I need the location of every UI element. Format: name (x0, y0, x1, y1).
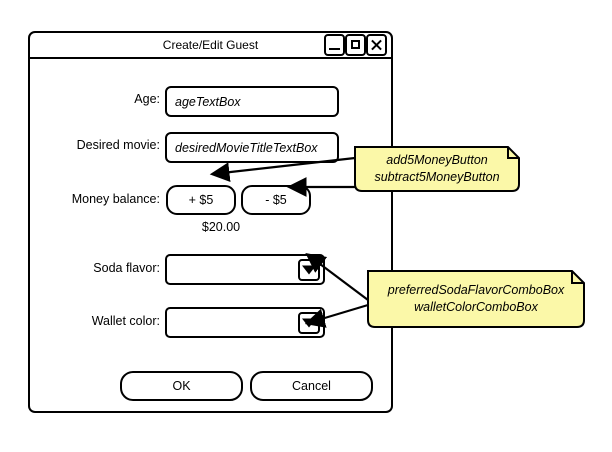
callout-line-2: walletColorComboBox (414, 300, 538, 314)
callout-line-1: add5MoneyButton (386, 153, 488, 167)
money-balance-label: Money balance: (71, 192, 160, 206)
money-buttons-callout: add5MoneyButton subtract5MoneyButton (352, 144, 522, 194)
window-title: Create/Edit Guest (162, 38, 259, 52)
soda-flavor-dropdown-button[interactable] (298, 258, 320, 281)
cancel-button[interactable]: Cancel (250, 371, 373, 401)
maximize-icon (351, 40, 360, 49)
callout-line-2: subtract5MoneyButton (374, 170, 500, 184)
minimize-button[interactable] (324, 34, 345, 56)
desired-movie-label: Desired movie: (76, 138, 160, 152)
wallet-color-label: Wallet color: (91, 314, 160, 328)
minimize-icon (329, 48, 340, 50)
window-controls (324, 34, 387, 56)
close-button[interactable] (366, 34, 387, 56)
callout-shape (367, 270, 585, 328)
soda-flavor-label: Soda flavor: (93, 261, 160, 275)
chevron-down-icon (302, 318, 316, 327)
chevron-down-icon (302, 265, 316, 274)
age-label: Age: (134, 92, 160, 106)
ok-button[interactable]: OK (120, 371, 243, 401)
wallet-color-combobox[interactable] (165, 307, 325, 338)
desired-movie-textbox-value: desiredMovieTitleTextBox (175, 140, 318, 155)
money-buttons-callout-text: add5MoneyButton subtract5MoneyButton (352, 152, 522, 186)
age-textbox[interactable]: ageTextBox (165, 86, 339, 117)
window-titlebar[interactable]: Create/Edit Guest (30, 33, 391, 59)
callout-line-1: preferredSodaFlavorComboBox (387, 283, 565, 297)
add-5-money-button[interactable]: + $5 (166, 185, 236, 215)
wallet-color-dropdown-button[interactable] (298, 311, 320, 334)
maximize-button[interactable] (345, 34, 366, 56)
subtract-5-money-button[interactable]: - $5 (241, 185, 311, 215)
combo-boxes-callout-text: preferredSodaFlavorComboBox walletColorC… (365, 282, 587, 316)
age-textbox-value: ageTextBox (175, 94, 241, 109)
desired-movie-textbox[interactable]: desiredMovieTitleTextBox (165, 132, 339, 163)
callout-shape (354, 146, 520, 192)
create-edit-guest-window: Create/Edit Guest Age: ageTextBox Desire… (28, 31, 393, 413)
close-icon (368, 36, 385, 54)
money-balance-value: $20.00 (201, 220, 241, 234)
preferred-soda-flavor-combobox[interactable] (165, 254, 325, 285)
combo-boxes-callout: preferredSodaFlavorComboBox walletColorC… (365, 268, 587, 330)
